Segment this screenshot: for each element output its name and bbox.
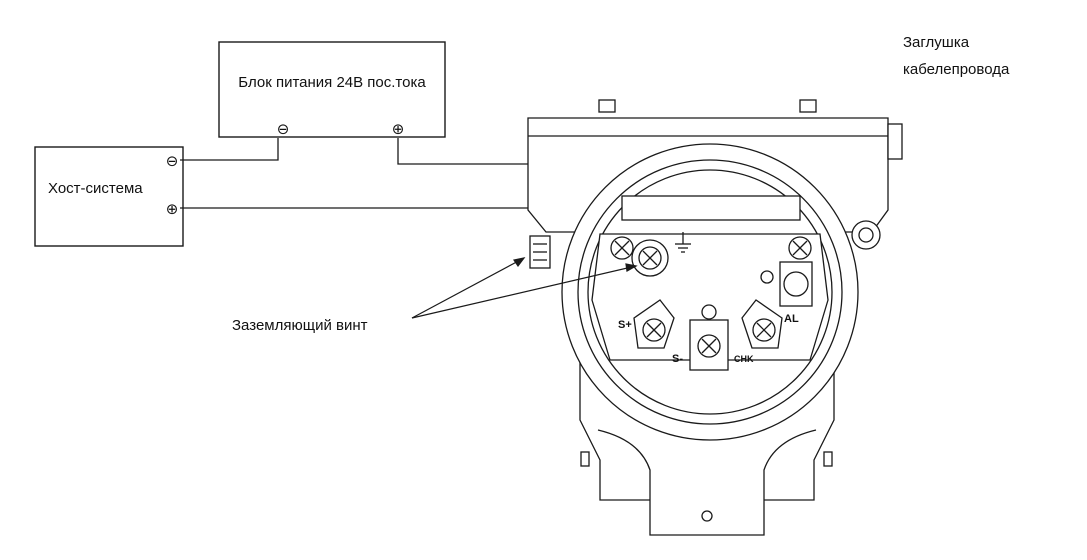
power-supply-box bbox=[218, 41, 446, 138]
host-plus-terminal: ⊕ bbox=[166, 201, 179, 218]
power-supply-block: Блок питания 24В пос.тока ⊖ ⊕ bbox=[218, 41, 446, 138]
power-supply-minus-terminal: ⊖ bbox=[277, 121, 290, 138]
callout-ground-screw-external bbox=[411, 257, 525, 319]
power-supply-label: Блок питания 24В пос.тока bbox=[238, 74, 426, 91]
terminal-al-label: AL bbox=[784, 313, 799, 325]
callout-ground-screw-internal bbox=[411, 265, 637, 319]
conduit-plug-label-line1: Заглушка bbox=[903, 34, 970, 51]
ground-screw-label: Заземляющий винт bbox=[232, 317, 368, 334]
housing-stem bbox=[597, 429, 817, 536]
terminal-s-plus-label: S+ bbox=[618, 319, 632, 331]
terminal-s-minus bbox=[689, 304, 729, 371]
wire-host-minus-to-supply-minus bbox=[180, 138, 279, 161]
terminal-block-top-bar bbox=[621, 195, 801, 221]
terminal-s-plus bbox=[633, 299, 675, 349]
terminal-al bbox=[741, 299, 783, 349]
host-system-label: Хост-система bbox=[48, 180, 143, 197]
top-screw-right bbox=[799, 99, 817, 113]
bottom-screw bbox=[701, 510, 713, 522]
conduit-plug bbox=[887, 123, 903, 160]
transmitter-housing bbox=[527, 99, 903, 536]
terminal-chk-label: CHK bbox=[734, 354, 754, 364]
terminal-s-minus-label: S- bbox=[672, 353, 683, 365]
power-supply-plus-terminal: ⊕ bbox=[392, 121, 405, 138]
indicator-led bbox=[760, 270, 774, 284]
host-minus-terminal: ⊖ bbox=[166, 153, 179, 170]
test-button bbox=[783, 271, 809, 297]
callouts bbox=[411, 257, 638, 319]
conduit-plug-label-line2: кабелепровода bbox=[903, 61, 1010, 78]
host-system-box bbox=[34, 146, 184, 247]
top-screw-left bbox=[598, 99, 616, 113]
host-system-block: Хост-система ⊖ ⊕ bbox=[34, 146, 184, 247]
